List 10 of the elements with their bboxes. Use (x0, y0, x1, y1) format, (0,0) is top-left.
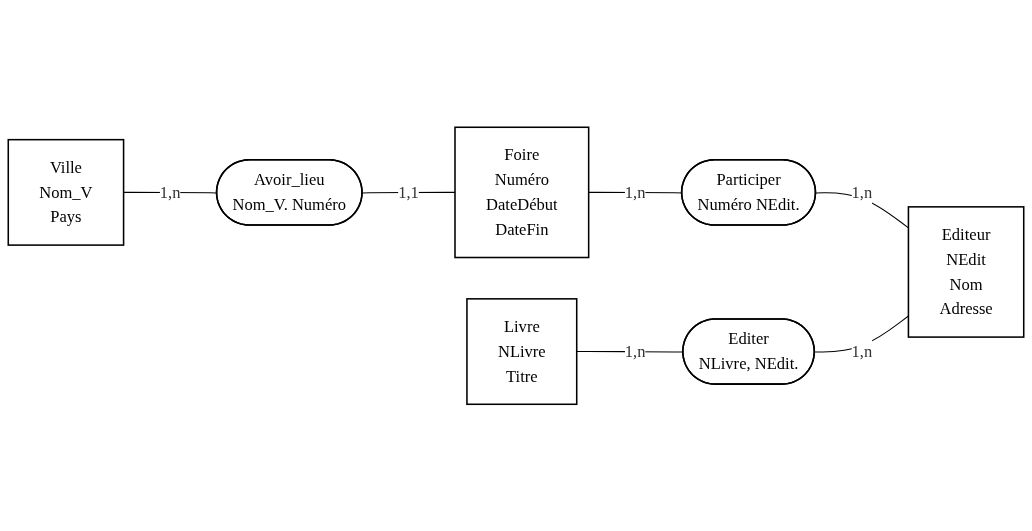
node-box: Editeur NEdit Nom Adresse (907, 205, 1025, 338)
edge-label: 1,1 (398, 182, 419, 201)
edge-label: 1,n (624, 182, 646, 201)
edge-label: 1,n (624, 341, 646, 360)
edge-label: 1,n (159, 182, 181, 201)
edge-label: 1,n (851, 341, 873, 360)
edge-label: 1,n (851, 182, 873, 201)
node-box: Livre NLivre Titre (466, 297, 578, 405)
node-box: Ville Nom_V Pays (7, 138, 125, 246)
node-box: Foire Numéro DateDébut DateFin (454, 126, 590, 258)
